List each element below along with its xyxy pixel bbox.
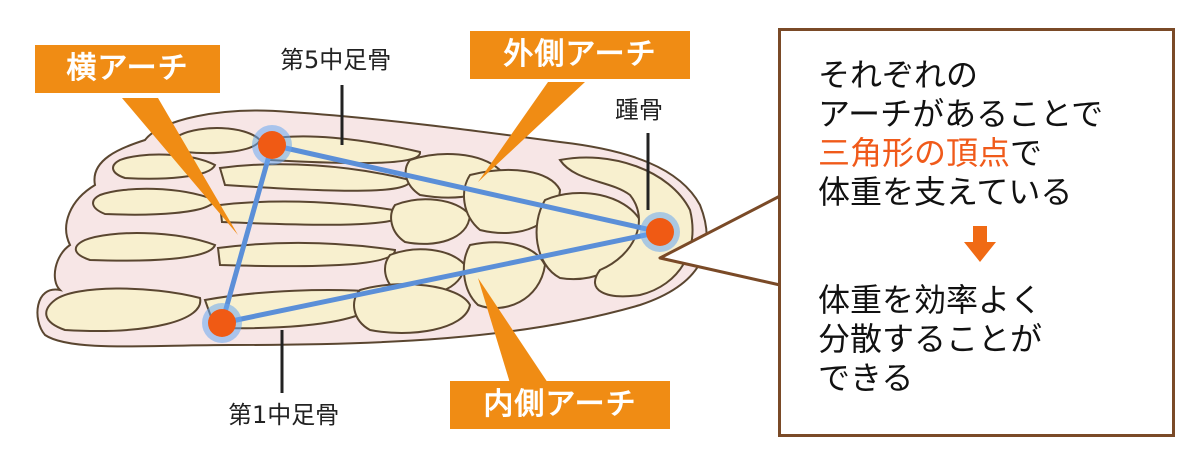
info-line: 体重を効率よく bbox=[818, 281, 1043, 319]
transverse-arch-pointer bbox=[122, 98, 238, 235]
arch-vertex-dot bbox=[258, 131, 286, 159]
transverse-arch-label: 横アーチ bbox=[35, 45, 220, 93]
arch-vertex-dot bbox=[646, 218, 674, 246]
info-line: できる bbox=[818, 359, 914, 397]
metatarsal-bone bbox=[216, 241, 397, 268]
arch-triangle bbox=[219, 142, 663, 326]
calcaneus-label: 踵骨 bbox=[615, 96, 663, 124]
info-line: アーチがあることで bbox=[818, 95, 1104, 133]
first-metatarsal-label: 第1中足骨 bbox=[228, 401, 340, 429]
tarsal-bone bbox=[390, 198, 472, 245]
medial-arch-label: 内側アーチ bbox=[450, 381, 670, 429]
tarsal-bone bbox=[353, 283, 472, 334]
info-line: 三角形の頂点で bbox=[818, 134, 1042, 173]
fifth-metatarsal-label: 第5中足骨 bbox=[280, 46, 392, 74]
toe-bone bbox=[45, 287, 202, 332]
toe-bone bbox=[74, 232, 217, 262]
metatarsal-bone bbox=[263, 135, 421, 165]
arch-vertex-dot bbox=[208, 309, 236, 337]
arch-vertices bbox=[202, 125, 680, 343]
info-line: 分散することが bbox=[818, 320, 1043, 358]
down-arrow-icon bbox=[964, 226, 996, 262]
toe-bone bbox=[92, 187, 217, 216]
lateral-arch-label: 外側アーチ bbox=[470, 31, 690, 79]
medial-arch-pointer bbox=[478, 278, 548, 383]
lateral-arch-pointer bbox=[478, 82, 585, 182]
calcaneus-bone bbox=[558, 156, 694, 298]
info-highlight: 三角形の頂点 bbox=[818, 134, 1011, 172]
info-line-rest: で bbox=[1010, 134, 1043, 172]
info-line: それぞれの bbox=[818, 56, 979, 94]
foot-bones bbox=[45, 127, 694, 334]
info-line: 体重を支えている bbox=[818, 173, 1073, 211]
info-box: それぞれの アーチがあることで 三角形の頂点で 体重を支えている 体重を効率よく… bbox=[778, 28, 1175, 437]
